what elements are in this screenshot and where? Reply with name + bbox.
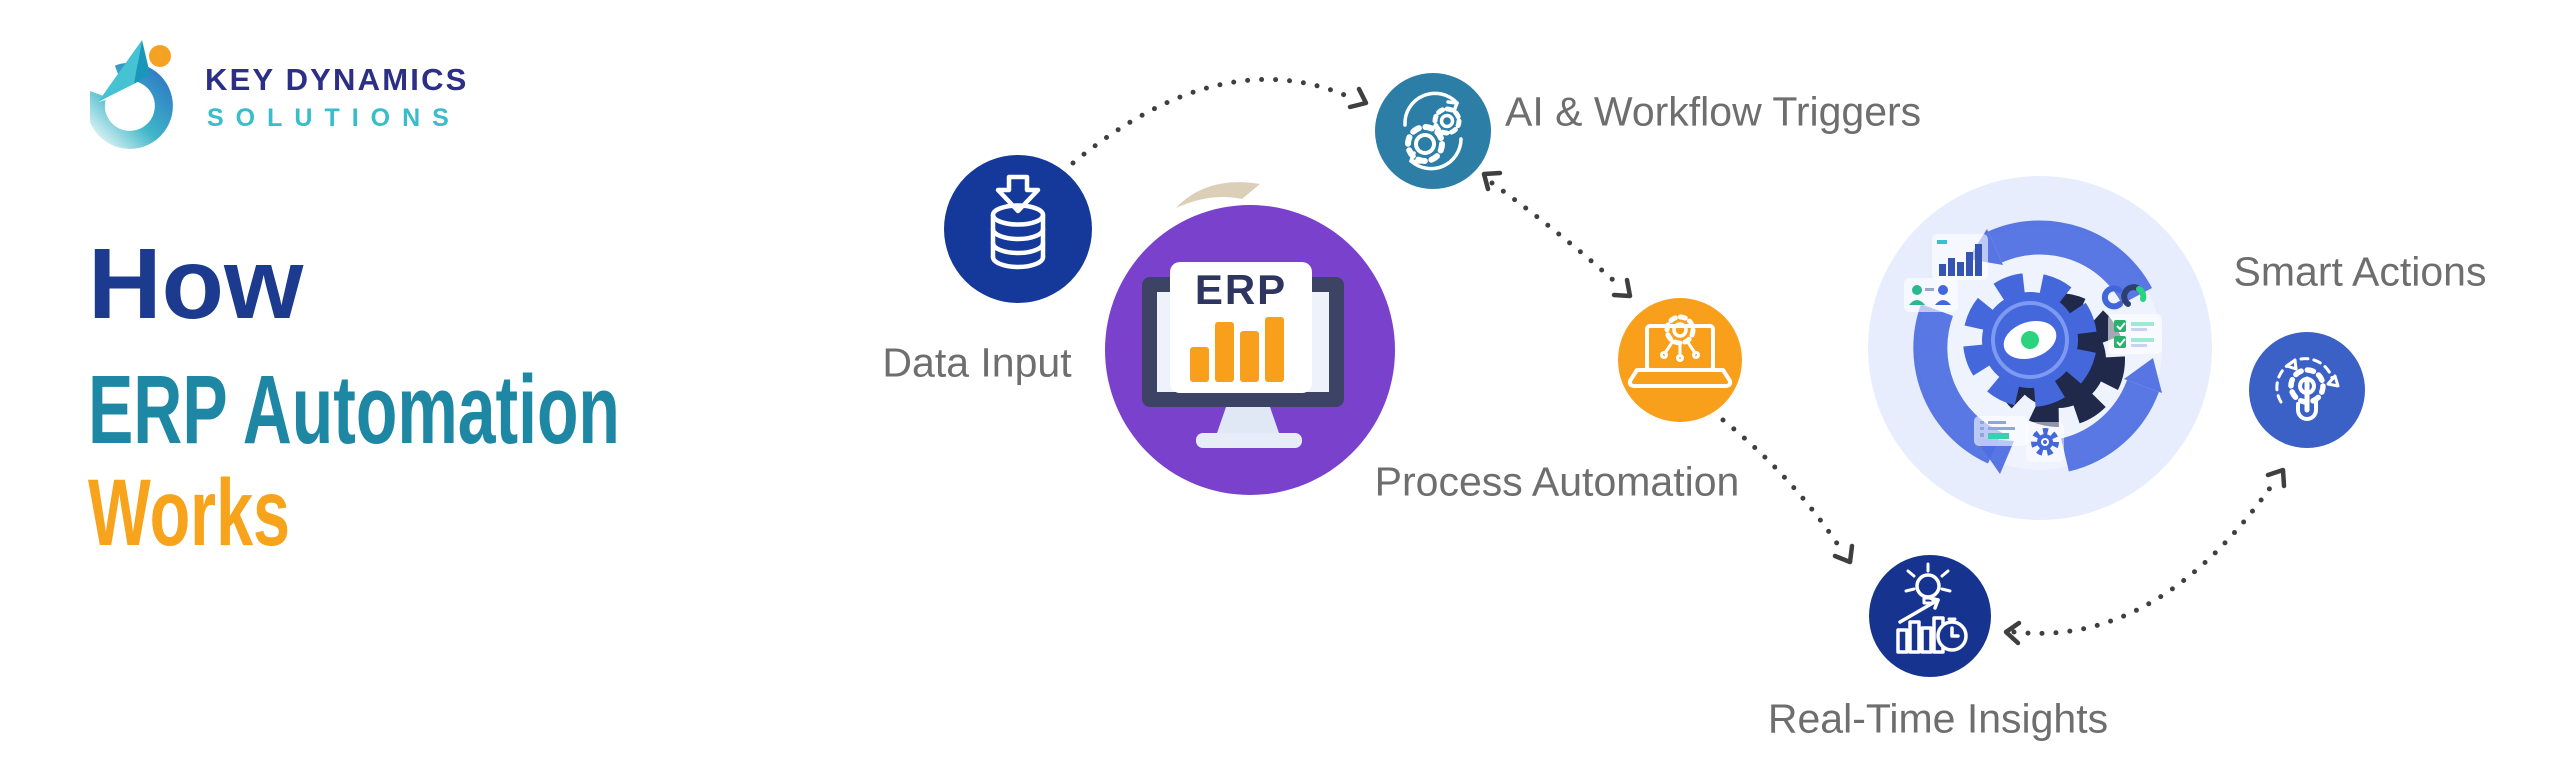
mini-chart-card: [1932, 234, 1988, 280]
gear-center-dot: [2021, 331, 2039, 349]
step-circle: [1869, 555, 1991, 677]
decorative-swoosh-highlight: [1176, 197, 1242, 208]
step-label-smart-actions: Smart Actions: [2233, 248, 2487, 295]
logo-arrow-fin-shape: [134, 40, 150, 84]
mini-checklist-card: [2108, 314, 2162, 354]
arrowhead-icon: [1347, 86, 1369, 110]
insights-analytics-icon: [1896, 562, 1968, 654]
step-circle-real-time-insights: [1869, 555, 1991, 677]
erp-badge: ERP: [1105, 205, 1395, 495]
decorative-swoosh-shape: [1176, 182, 1260, 208]
erp-bar-chart-icon: [1190, 317, 1284, 382]
step-label-real-time-insights: Real-Time Insights: [1767, 695, 2109, 742]
step-circle-data-input: [944, 155, 1092, 303]
step-label-data-input: Data Input: [882, 339, 1072, 386]
connector-ai-to-process: [1489, 180, 1625, 291]
arrowhead-icon: [1611, 277, 1633, 299]
step-label-process-automation: Process Automation: [1374, 458, 1740, 505]
laptop-gear-icon: [1627, 314, 1733, 388]
gear-3d-icon: [1963, 273, 2125, 427]
heading-line-3: Works: [88, 460, 291, 566]
gears-sync-icon: [1403, 91, 1463, 171]
arrowhead-icon: [2265, 467, 2287, 489]
logo-accent-dot: [149, 45, 171, 67]
automation-cycle-illustration: [1868, 176, 2212, 520]
logo-arrow-highlight: [98, 84, 134, 102]
mini-list-card: [1974, 416, 2028, 446]
logo-arrow-shape: [98, 40, 142, 102]
database-input-icon: [990, 174, 1046, 270]
mini-people-card: [1904, 278, 1958, 312]
arrowhead-icon: [1481, 170, 1503, 192]
arrowhead-icon: [2003, 620, 2022, 646]
brand-name: KEY DYNAMICS: [205, 62, 469, 97]
step-label-ai-workflow: AI & Workflow Triggers: [1505, 88, 1922, 135]
step-circle-process-automation: [1618, 298, 1742, 422]
heading-line-1: How: [88, 228, 304, 340]
connector-process-to-insights: [1720, 417, 1847, 557]
step-circle-ai-workflow: [1375, 73, 1491, 189]
mini-donut-charts-icon: [2101, 284, 2147, 310]
gear-tap-icon: [2275, 357, 2340, 421]
arrowhead-icon: [1832, 543, 1855, 565]
brand-logo-icon: [90, 40, 173, 149]
brand-subtitle: SOLUTIONS: [207, 104, 461, 132]
erp-monitor-icon: ERP: [1142, 262, 1344, 448]
heading-line-2: ERP Automation: [88, 355, 620, 464]
connector-data-to-ai: [1070, 76, 1359, 166]
erp-badge-label: ERP: [1195, 266, 1287, 313]
connectors: [1070, 76, 2287, 646]
step-circle: [944, 155, 1092, 303]
step-circle-smart-actions: [2249, 332, 2365, 448]
mini-gear-icon: [2026, 422, 2064, 462]
